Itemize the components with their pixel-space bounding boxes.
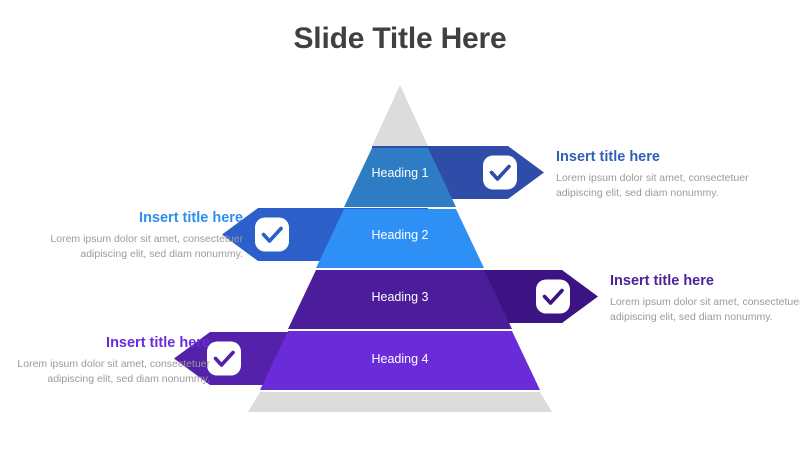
band-label-4: Heading 4 bbox=[372, 352, 429, 366]
pyramid-base-strip bbox=[248, 392, 552, 412]
band-label-2: Heading 2 bbox=[372, 228, 429, 242]
check-badge-icon-1[interactable] bbox=[483, 155, 517, 190]
pyramid-band-3[interactable] bbox=[288, 270, 512, 329]
callout-body-4: Lorem ipsum dolor sit amet, consectetuer… bbox=[17, 358, 210, 386]
pyramid-band-1[interactable] bbox=[344, 148, 456, 207]
pyramid-apex bbox=[372, 85, 428, 146]
page-title: Slide Title Here bbox=[293, 22, 507, 55]
callout-body-1: Lorem ipsum dolor sit amet, consectetuer… bbox=[556, 172, 749, 200]
check-badge-icon-4[interactable] bbox=[207, 341, 241, 376]
callout-title-1: Insert title here bbox=[556, 149, 660, 165]
callout-text-1: Insert title here Lorem ipsum dolor sit … bbox=[556, 148, 771, 202]
callout-title-4: Insert title here bbox=[106, 335, 210, 351]
band-label-1: Heading 1 bbox=[372, 166, 429, 180]
check-badge-icon-3[interactable] bbox=[536, 279, 570, 314]
callout-title-2: Insert title here bbox=[139, 210, 243, 226]
check-badge-icon-2[interactable] bbox=[255, 217, 289, 252]
callout-text-4: Insert title here Lorem ipsum dolor sit … bbox=[0, 334, 210, 388]
checkmark-glyph-4 bbox=[213, 350, 235, 367]
callout-body-3: Lorem ipsum dolor sit amet, consectetuer… bbox=[610, 296, 800, 324]
pyramid-band-4[interactable] bbox=[260, 331, 540, 390]
pyramid-band-2[interactable] bbox=[316, 209, 484, 268]
checkmark-glyph-1 bbox=[489, 164, 511, 181]
callout-text-2: Insert title here Lorem ipsum dolor sit … bbox=[28, 209, 243, 263]
callout-body-2: Lorem ipsum dolor sit amet, consectetuer… bbox=[50, 233, 243, 261]
callout-title-3: Insert title here bbox=[610, 273, 714, 289]
band-label-3: Heading 3 bbox=[372, 290, 429, 304]
callout-text-3: Insert title here Lorem ipsum dolor sit … bbox=[610, 272, 800, 326]
checkmark-glyph-2 bbox=[261, 226, 283, 243]
checkmark-glyph-3 bbox=[542, 288, 564, 305]
